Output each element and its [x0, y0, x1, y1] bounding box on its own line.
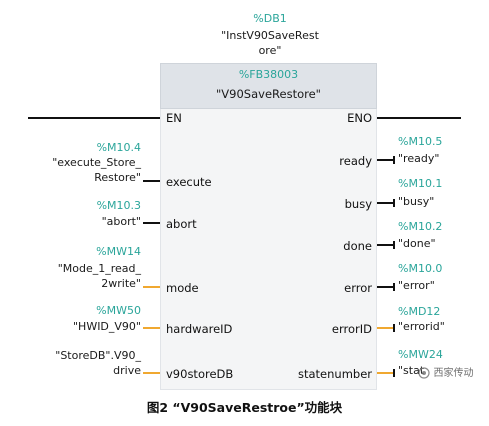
- watermark-logo-icon: [418, 367, 430, 379]
- v90storedb-var-line1: "StoreDB".V90_: [55, 349, 141, 362]
- pin-abort: abort: [166, 217, 197, 231]
- abort-tag: %M10.3: [96, 199, 141, 212]
- busy-wire-end: [393, 199, 395, 207]
- pin-en: EN: [166, 111, 182, 125]
- v90storedb-wire: [143, 372, 160, 374]
- fb-name: "V90SaveRestore": [216, 87, 321, 101]
- done-tag: %M10.2: [398, 220, 443, 233]
- errorid-wire: [377, 327, 393, 329]
- mode-tag: %MW14: [96, 245, 141, 258]
- v90storedb-var-line2: drive: [113, 364, 141, 377]
- eno-wire: [377, 117, 461, 119]
- instance-db-name-line2: ore": [258, 44, 282, 57]
- busy-tag: %M10.1: [398, 177, 443, 190]
- pin-done: done: [343, 239, 372, 253]
- done-wire-end: [393, 241, 395, 249]
- en-wire: [28, 117, 160, 119]
- pin-v90storedb: v90storeDB: [166, 367, 234, 381]
- mode-var-line2: 2write": [101, 277, 141, 290]
- execute-var-line1: "execute_Store_: [52, 156, 141, 169]
- abort-var: "abort": [101, 215, 141, 228]
- function-block-header[interactable]: [160, 63, 377, 109]
- hardwareid-wire: [143, 327, 160, 329]
- hardwareid-var: "HWID_V90": [72, 320, 141, 333]
- pin-eno: ENO: [347, 111, 372, 125]
- execute-wire: [143, 180, 160, 182]
- ready-tag: %M10.5: [398, 135, 443, 148]
- error-var: "error": [398, 279, 435, 292]
- errorid-wire-end: [393, 324, 395, 332]
- abort-wire: [143, 222, 160, 224]
- statenumber-tag: %MW24: [398, 348, 443, 361]
- execute-tag: %M10.4: [96, 141, 141, 154]
- pin-errorid: errorID: [331, 322, 372, 336]
- hardwareid-tag: %MW50: [96, 304, 141, 317]
- errorid-tag: %MD12: [398, 305, 441, 318]
- errorid-var: "errorid": [398, 320, 445, 333]
- pin-statenumber: statenumber: [297, 367, 372, 381]
- busy-var: "busy": [398, 195, 435, 208]
- error-wire-end: [393, 283, 395, 291]
- busy-wire: [377, 202, 393, 204]
- pin-ready: ready: [339, 154, 372, 168]
- mode-wire: [143, 286, 160, 288]
- error-wire: [377, 286, 393, 288]
- pin-hardwareid: hardwareID: [166, 322, 233, 336]
- pin-busy: busy: [344, 197, 372, 211]
- done-var: "done": [398, 237, 436, 250]
- statenumber-wire: [377, 372, 393, 374]
- statenumber-wire-end: [393, 369, 395, 377]
- error-tag: %M10.0: [398, 262, 443, 275]
- instance-db-name-line1: "InstV90SaveRest: [221, 29, 319, 42]
- fb-tag: %FB38003: [238, 68, 299, 81]
- watermark-logo: 西家传动: [418, 364, 488, 382]
- ready-wire: [377, 159, 393, 161]
- execute-var-line2: Restore": [94, 171, 141, 184]
- statenumber-var: "stat: [398, 364, 425, 377]
- mode-var-line1: "Mode_1_read_: [57, 262, 141, 275]
- watermark-text: 西家传动: [433, 368, 474, 379]
- pin-execute: execute: [166, 175, 212, 189]
- pin-mode: mode: [166, 281, 199, 295]
- pin-error: error: [344, 281, 372, 295]
- figure-caption: 图2 “V90SaveRestroe”功能块: [146, 400, 343, 415]
- done-wire: [377, 244, 393, 246]
- function-block-body[interactable]: [160, 109, 377, 390]
- ready-var: "ready": [398, 152, 440, 165]
- instance-db-tag: %DB1: [253, 12, 287, 25]
- ready-wire-end: [393, 156, 395, 164]
